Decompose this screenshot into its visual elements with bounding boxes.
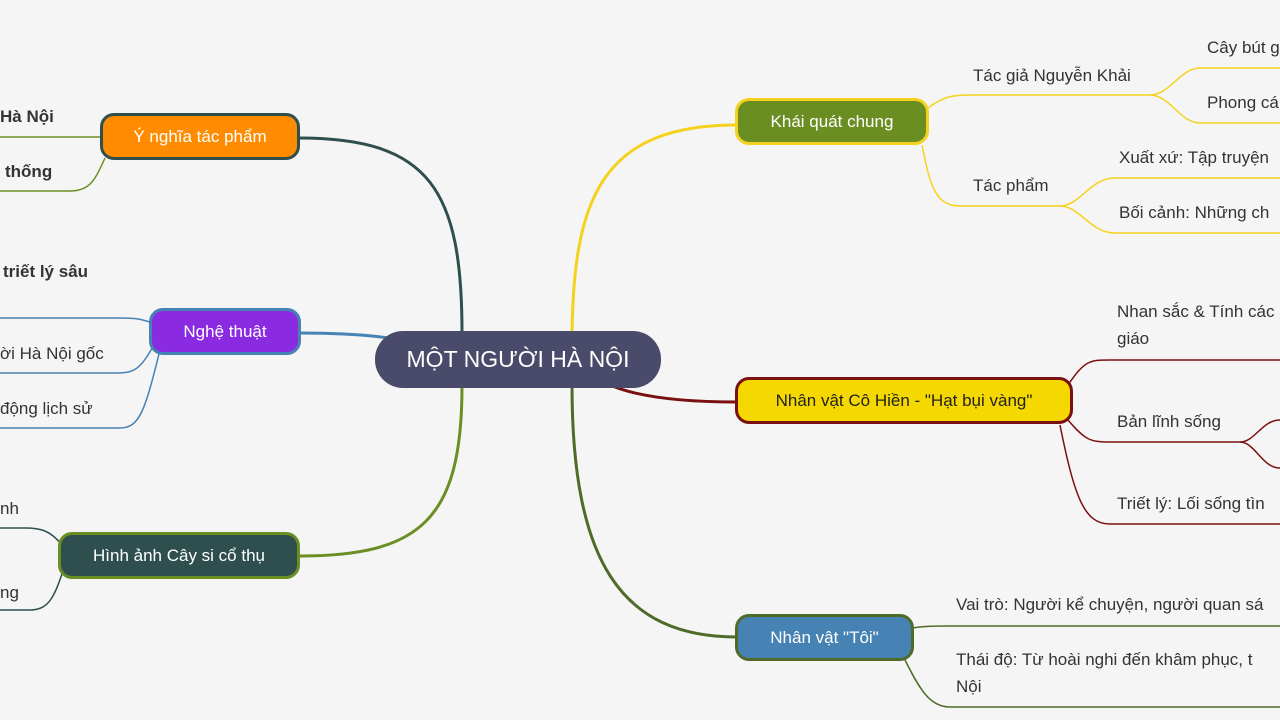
node-nhan-vat-toi[interactable]: Nhân vật "Tôi" — [735, 614, 914, 661]
leaf-cay-si-1[interactable]: nh — [0, 499, 19, 518]
connector-co-hien — [609, 383, 738, 404]
leaf-thai-do[interactable]: Thái độ: Từ hoài nghi đến khâm phục, t N… — [956, 646, 1252, 700]
node-nghe-thuat[interactable]: Nghệ thuật — [149, 308, 301, 355]
node-nhan-vat-co-hien[interactable]: Nhân vật Cô Hiền - "Hạt bụi vàng" — [735, 377, 1073, 424]
node-khai-quat-chung[interactable]: Khái quát chung — [735, 98, 929, 145]
leaf-ha-noi[interactable]: Hà Nội — [0, 107, 54, 126]
root-node[interactable]: MỘT NGƯỜI HÀ NỘI — [375, 331, 661, 388]
leaf-triet-ly-sau[interactable]: triết lý sâu — [3, 262, 89, 281]
leaf-phong-cach[interactable]: Phong cá — [1207, 93, 1279, 112]
connector-toi — [570, 384, 738, 639]
leaf-thai-do-line2: Nội — [956, 677, 982, 696]
leaf-xuat-xu[interactable]: Xuất xứ: Tập truyện — [1119, 148, 1269, 167]
nghe-thuat-subconnectors — [0, 317, 161, 429]
leaf-nhan-sac-line1: Nhan sắc & Tính các — [1117, 302, 1275, 321]
leaf-cay-si-2[interactable]: ng — [0, 583, 19, 602]
node-y-nghia-tac-pham[interactable]: Ý nghĩa tác phẩm — [100, 113, 300, 160]
leaf-dong-lich-su[interactable]: động lịch sử — [0, 399, 93, 418]
co-hien-subconnectors — [1059, 359, 1280, 525]
leaf-nhan-sac-line2: giáo — [1117, 329, 1150, 348]
node-hinh-anh-cay-si[interactable]: Hình ảnh Cây si cổ thụ — [58, 532, 300, 579]
connector-nghe-thuat — [298, 331, 390, 340]
connector-y-nghia — [298, 136, 464, 334]
leaf-triet-ly[interactable]: Triết lý: Lối sống tìn — [1117, 494, 1265, 513]
leaf-thong[interactable]: thống — [5, 162, 53, 181]
leaf-nhan-sac[interactable]: Nhan sắc & Tính các giáo — [1117, 298, 1275, 352]
leaf-thai-do-line1: Thái độ: Từ hoài nghi đến khâm phục, t — [956, 650, 1253, 669]
connector-cay-si — [298, 385, 464, 558]
connector-khai-quat — [570, 123, 738, 346]
toi-subconnectors — [904, 625, 1280, 708]
y-nghia-subconnectors — [0, 136, 106, 192]
leaf-cay-but[interactable]: Cây bút g — [1207, 38, 1280, 57]
leaf-tac-pham[interactable]: Tác phẩm — [973, 176, 1049, 195]
leaf-vai-tro[interactable]: Vai trò: Người kể chuyện, người quan sá — [956, 595, 1264, 614]
leaf-tac-gia[interactable]: Tác giả Nguyễn Khải — [973, 66, 1131, 85]
leaf-ban-linh[interactable]: Bản lĩnh sống — [1117, 412, 1221, 431]
leaf-boi-canh[interactable]: Bối cảnh: Những ch — [1119, 203, 1270, 222]
khai-quat-subconnectors — [921, 67, 1280, 234]
leaf-nguoi-ha-noi-goc[interactable]: ời Hà Nội gốc — [0, 344, 104, 363]
